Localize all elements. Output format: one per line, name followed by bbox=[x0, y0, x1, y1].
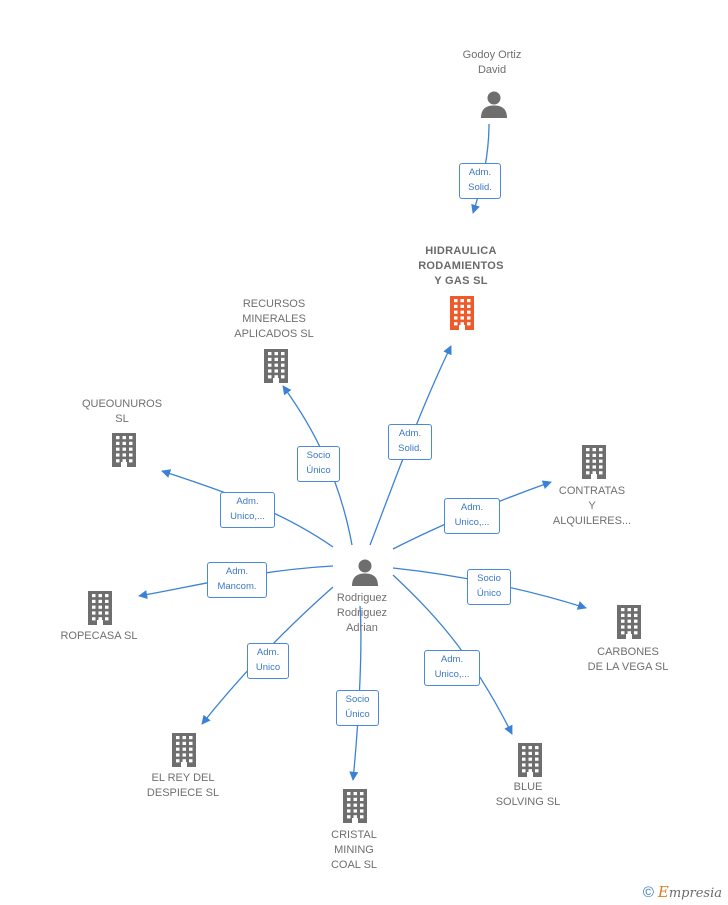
person-icon[interactable] bbox=[350, 557, 380, 592]
edge-label-queounuros: Adm. Unico,... bbox=[220, 492, 275, 528]
building-icon[interactable] bbox=[613, 604, 645, 645]
copyright-footer: ©Empresia bbox=[643, 883, 722, 901]
building-icon[interactable] bbox=[446, 295, 478, 336]
edge-rodriguez-blue bbox=[392, 574, 513, 735]
building-icon[interactable] bbox=[514, 742, 546, 783]
building-icon[interactable] bbox=[339, 788, 371, 829]
edge-label-recursos: Socio Único bbox=[297, 446, 340, 482]
node-label[interactable]: ROPECASA SL bbox=[60, 630, 138, 642]
node-label[interactable]: RECURSOS MINERALES APLICADOS SL bbox=[234, 298, 314, 340]
node-label[interactable]: BLUE SOLVING SL bbox=[495, 781, 561, 808]
node-label[interactable]: Godoy Ortiz David bbox=[462, 49, 522, 76]
building-icon[interactable] bbox=[84, 590, 116, 631]
copyright-icon: © bbox=[642, 884, 654, 901]
building-icon[interactable] bbox=[260, 348, 292, 389]
edge-label-hidraulica: Adm. Solid. bbox=[388, 424, 432, 460]
node-label[interactable]: EL REY DEL DESPIECE SL bbox=[146, 772, 220, 799]
node-label[interactable]: HIDRAULICA RODAMIENTOS Y GAS SL bbox=[418, 245, 504, 287]
edge-label-blue: Adm. Unico,... bbox=[424, 650, 480, 686]
building-icon[interactable] bbox=[168, 732, 200, 773]
edge-label-contratas: Adm. Unico,... bbox=[444, 498, 500, 534]
node-label[interactable]: CONTRATAS Y ALQUILERES... bbox=[552, 485, 632, 527]
node-label[interactable]: Rodriguez Rodriguez Adrian bbox=[336, 592, 388, 634]
edge-label-cristal: Socio Único bbox=[336, 690, 379, 726]
edge-label-ropecasa: Adm. Mancom. bbox=[207, 562, 267, 598]
node-label[interactable]: CRISTAL MINING COAL SL bbox=[330, 829, 378, 871]
edge-label-carbones: Socio Único bbox=[467, 569, 511, 605]
edge-label-elrey: Adm. Unico bbox=[247, 643, 289, 679]
node-label[interactable]: CARBONES DE LA VEGA SL bbox=[587, 646, 669, 673]
brand-name: mpresia bbox=[668, 886, 722, 901]
person-icon[interactable] bbox=[479, 89, 509, 124]
building-icon[interactable] bbox=[578, 444, 610, 485]
brand-initial: E bbox=[657, 883, 669, 901]
node-label[interactable]: QUEOUNUROS SL bbox=[81, 398, 163, 425]
building-icon[interactable] bbox=[108, 432, 140, 473]
edge-label-hidraulica: Adm. Solid. bbox=[459, 163, 501, 199]
